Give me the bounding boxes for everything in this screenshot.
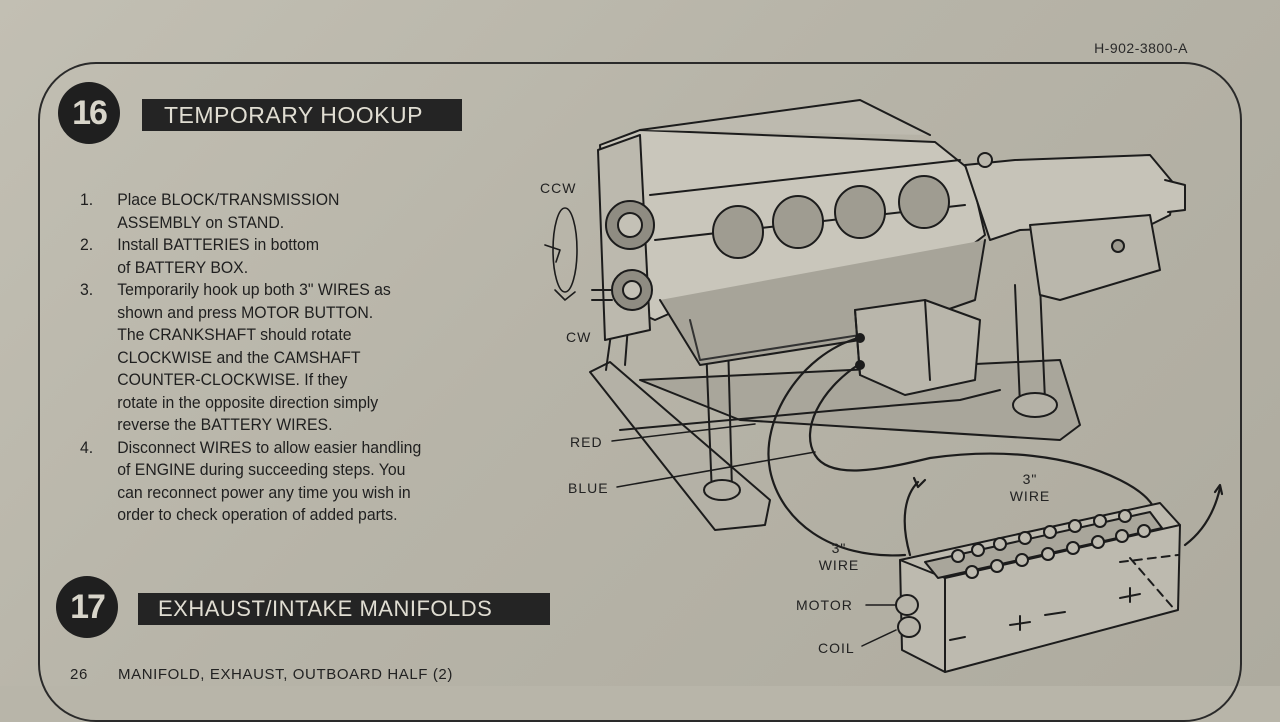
rotation-arrows	[544, 207, 578, 301]
step-16-title: TEMPORARY HOOKUP	[142, 99, 462, 131]
part-number: 26	[70, 666, 88, 683]
step-17-number: 17	[56, 576, 118, 638]
step-17-title: EXHAUST/INTAKE MANIFOLDS	[138, 593, 550, 625]
motor-unit	[854, 299, 981, 396]
coil-label: COIL	[818, 640, 855, 656]
step-16-instructions: 1. Place BLOCK/TRANSMISSION ASSEMBLY on …	[80, 189, 471, 527]
instruction-number: 4.	[80, 437, 94, 457]
blue-wire-label: BLUE	[568, 480, 609, 496]
step-16-number: 16	[58, 82, 120, 144]
motor-button-label: MOTOR	[796, 597, 853, 613]
part-name: MANIFOLD, EXHAUST, OUTBOARD HALF (2)	[118, 666, 453, 683]
ccw-label: CCW	[540, 180, 577, 196]
hookup-wires	[767, 336, 1224, 557]
engine-illustration	[544, 99, 1224, 673]
cw-label: CW	[566, 329, 592, 345]
parts-list-item: 26 MANIFOLD, EXHAUST, OUTBOARD HALF (2)	[70, 666, 453, 683]
battery-box	[895, 502, 1181, 673]
instruction-number: 1.	[80, 190, 94, 209]
document-code: H-902-3800-A	[1094, 40, 1188, 56]
wire-top-label: 3" WIRE	[1005, 471, 1055, 505]
timing-gears	[591, 134, 655, 341]
instruction-text: Temporarily hook up both 3" WIRES as sho…	[117, 280, 391, 434]
wire-left-word: WIRE	[818, 557, 860, 573]
instruction-item: 2. Install BATTERIES in bottom of BATTER…	[80, 234, 471, 279]
instruction-item: 3. Temporarily hook up both 3" WIRES as …	[80, 279, 471, 437]
wire-top-word: WIRE	[1009, 488, 1051, 504]
wire-top-length: 3"	[1022, 471, 1038, 487]
wire-left-length: 3"	[831, 540, 847, 556]
transmission	[964, 152, 1186, 301]
cylinder-bores	[712, 175, 950, 259]
instruction-item: 4. Disconnect WIRES to allow easier hand…	[80, 437, 471, 527]
callout-leaders	[611, 423, 897, 647]
instruction-number: 3.	[80, 280, 94, 299]
instruction-item: 1. Place BLOCK/TRANSMISSION ASSEMBLY on …	[80, 189, 471, 234]
instruction-text: Disconnect WIRES to allow easier handlin…	[117, 437, 422, 525]
red-wire-label: RED	[570, 434, 603, 450]
instruction-number: 2.	[80, 235, 94, 254]
instruction-text: Install BATTERIES in bottom of BATTERY B…	[117, 235, 319, 277]
wire-left-label: 3" WIRE	[814, 540, 864, 574]
instruction-text: Place BLOCK/TRANSMISSION ASSEMBLY on STA…	[117, 190, 340, 232]
